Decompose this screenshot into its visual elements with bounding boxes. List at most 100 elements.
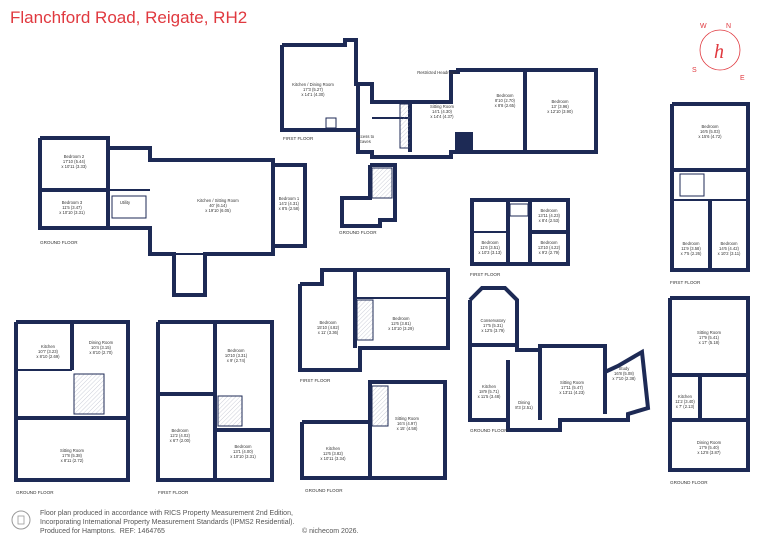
room-dim: x 15'6 (4.72): [698, 134, 722, 139]
room-name: Bedroom 1: [279, 196, 300, 201]
label-p11-floor: GROUND FLOOR: [670, 480, 708, 485]
rics-icon: [11, 510, 31, 530]
plan-10: [468, 286, 651, 432]
label-p3-floor: GROUND FLOOR: [339, 230, 377, 235]
room-dim: 16'8 (5.08): [614, 371, 634, 376]
label-p8-floor: FIRST FLOOR: [300, 378, 331, 383]
room-name: Kitchen / Sitting Room: [197, 198, 239, 203]
room-dim: 10'10 (3.31): [225, 353, 248, 358]
room-name: Bedroom: [541, 240, 559, 245]
room-dim: x 11' (3.36): [318, 330, 339, 335]
compass-s: S: [692, 67, 697, 74]
room-name: Utility: [120, 200, 131, 205]
room-dim: 17'8 (5.38): [62, 453, 82, 458]
room-name: Sitting Room: [430, 104, 454, 109]
room-dim: 17'9 (5.40): [699, 445, 719, 450]
room-dim: x 12'10 (3.90): [547, 109, 573, 114]
label-p6-floor: GROUND FLOOR: [16, 490, 54, 495]
footer-copyright: © nichecom 2026.: [302, 528, 359, 535]
room-dim: 17'3 (5.27): [303, 87, 323, 92]
room-name: Bedroom: [721, 241, 739, 246]
room-dim: x 8'8 (2.65): [495, 103, 516, 108]
room-dim: x 11'5 (3.48): [478, 394, 501, 399]
plan-3: [340, 163, 397, 228]
label-p1-floor: FIRST FLOOR: [283, 136, 314, 141]
plan-2: [38, 136, 307, 297]
room-dim: 10'7 (3.23): [38, 349, 58, 354]
room-name: Dining: [518, 400, 531, 405]
room-name: Sitting Room: [560, 380, 584, 385]
plan-11: [668, 296, 750, 472]
plan-4: [470, 198, 570, 266]
room-dim: 11'2 (3.40): [675, 399, 695, 404]
room-dim: x 8'11 (2.72): [61, 458, 84, 463]
room-dim: 40' (6.14): [209, 203, 227, 208]
room-dim: 12'6 (3.81): [391, 321, 411, 326]
room-dim: x 19'10 (6.05): [205, 208, 231, 213]
room-name: Bedroom: [482, 240, 500, 245]
room-dim: x 10'11 (3.34): [320, 456, 346, 461]
room-dim: 14'1 (4.30): [432, 109, 452, 114]
room-name: Sitting Room: [60, 448, 84, 453]
room-name: Bedroom: [497, 93, 515, 98]
room-name: Kitchen: [41, 344, 56, 349]
room-dim: x 10'11 (3.33): [61, 164, 87, 169]
room-dim: x 13'11 (4.23): [559, 390, 585, 395]
room-dim: 17'5 (5.31): [483, 323, 503, 328]
footer-line-1: Floor plan produced in accordance with R…: [40, 510, 293, 517]
room-name: Sitting Room: [395, 416, 419, 421]
room-dim: x 8'10 (2.69): [36, 354, 60, 359]
room-dim: 11'6 (3.51): [480, 245, 500, 250]
room-dim: 13'10 (4.22): [538, 245, 561, 250]
room-dim: 14'2 (4.31): [279, 201, 299, 206]
label-p2-floor: GROUND FLOOR: [40, 240, 78, 245]
room-name: Bedroom: [235, 444, 253, 449]
room-dim: 16'6 (5.03): [700, 129, 720, 134]
room-dim: 17'11 (5.47): [561, 385, 584, 390]
room-dim: 11'5 (3.47): [62, 205, 82, 210]
room-dim: x 12'5 (3.79): [481, 328, 505, 333]
room-dim: x 9' (2.74): [227, 358, 246, 363]
label-p7-floor: FIRST FLOOR: [158, 490, 189, 495]
room-name: Dining Room: [697, 440, 722, 445]
room-dim: 17'10 (5.44): [63, 159, 86, 164]
room-name: Access to: [356, 134, 375, 139]
room-dim: x 17' (5.18): [699, 340, 720, 345]
room-name: Bedroom: [552, 99, 570, 104]
room-name: Kitchen: [326, 446, 341, 451]
room-dim: 13'11 (4.23): [538, 213, 561, 218]
footer-line-2: Incorporating International Property Mea…: [40, 519, 295, 526]
room-dim: x 9'2 (2.79): [539, 250, 560, 255]
room-dim: x 7'10 (2.38): [612, 376, 636, 381]
plan-6: [14, 320, 130, 482]
room-note: Restricted Headroom: [417, 70, 457, 75]
room-dim: x 7' (2.13): [676, 404, 695, 409]
room-name: Bedroom: [683, 241, 701, 246]
room-dim: 15'10 (4.82): [317, 325, 340, 330]
floor-labels: FIRST FLOOR GROUND FLOOR GROUND FLOOR FI…: [16, 136, 708, 495]
room-dim: 12'2 (4.02): [170, 433, 190, 438]
plan-1: [280, 38, 598, 159]
footer-ref: REF: 1464765: [119, 528, 165, 535]
room-dim: x 10'10 (3.31): [59, 210, 85, 215]
plan-9: [300, 380, 447, 480]
room-dim: x 8'5 (2.58): [279, 206, 300, 211]
page-title: Flanchford Road, Reigate, RH2: [10, 8, 248, 27]
room-name: Bedroom: [702, 124, 720, 129]
room-name: Bedroom: [228, 348, 246, 353]
room-dim: 11'9 (3.58): [681, 246, 701, 251]
room-dim: x 15' (4.58): [397, 426, 418, 431]
room-dim: x 8'4 (2.53): [539, 218, 560, 223]
plan-7: [156, 320, 274, 482]
room-dim: x 14'1 (4.30): [301, 92, 325, 97]
plan-5: [670, 102, 750, 272]
room-dim: 13' (3.96): [551, 104, 569, 109]
room-dim: Eaves: [359, 139, 371, 144]
room-dim: 8'10 (2.70): [495, 98, 515, 103]
room-dim: x 8'10 (2.70): [89, 350, 113, 355]
footer-line-3: Produced for Hamptons.: [40, 528, 116, 535]
room-name: Bedroom 2: [64, 154, 85, 159]
room-dim: x 10'10 (3.29): [388, 326, 414, 331]
compass-n: N: [726, 23, 731, 30]
